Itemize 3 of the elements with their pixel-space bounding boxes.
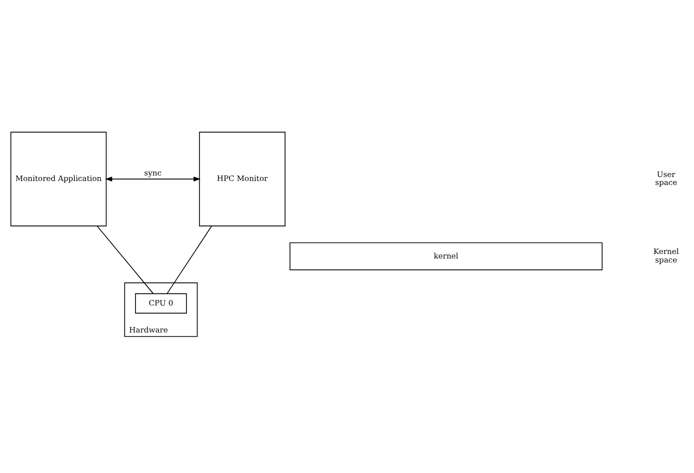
arrow: [105, 176, 201, 182]
connector: [96, 226, 154, 294]
connector: [166, 226, 212, 294]
